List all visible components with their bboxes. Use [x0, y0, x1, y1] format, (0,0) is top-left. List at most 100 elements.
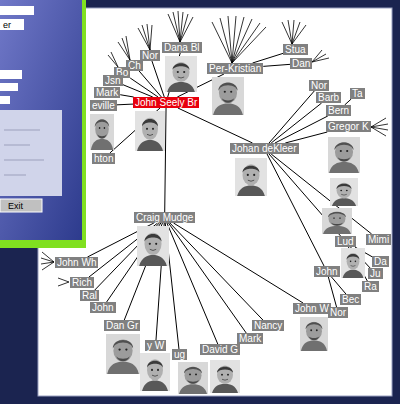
tree-node: Nor	[140, 50, 160, 61]
node-label: Mark	[239, 333, 261, 344]
node-label: John	[316, 266, 338, 277]
field-text: er	[3, 20, 11, 30]
tree-link	[167, 223, 218, 344]
portrait	[140, 353, 170, 391]
panel-lines	[4, 130, 44, 175]
node-label: John W	[295, 303, 329, 314]
tree-node: Gregor K	[326, 121, 371, 132]
tree-node: Bec	[340, 294, 361, 305]
portrait	[135, 111, 165, 151]
portrait	[90, 114, 114, 150]
tree-link	[263, 64, 290, 66]
control-panel	[0, 0, 84, 242]
tree-link	[117, 104, 133, 106]
node-label: John	[92, 302, 114, 313]
node-label: David G	[202, 344, 238, 355]
tree-link	[332, 277, 346, 294]
tree-node: Stua	[283, 44, 308, 55]
node-label: hton	[94, 153, 113, 164]
portrait	[235, 158, 267, 196]
tree-node: Dana Bl	[162, 42, 202, 53]
tree-node: David G	[200, 344, 240, 355]
portrait	[178, 362, 208, 394]
node-label: Mark	[96, 87, 118, 98]
tree-node: John Wh	[55, 257, 98, 268]
portrait	[212, 77, 244, 115]
node-label: Mimi	[368, 234, 389, 245]
tree-link	[285, 132, 327, 143]
tree-node: Ra	[362, 281, 379, 292]
tree-node: Bern	[326, 105, 351, 116]
portrait	[106, 334, 140, 374]
tree-link	[152, 61, 164, 97]
node-label: Dan	[292, 58, 310, 69]
tree-canvas	[38, 8, 392, 396]
portrait	[341, 248, 365, 278]
tree-link	[253, 53, 283, 63]
tree-link	[267, 154, 324, 266]
node-label: Nancy	[254, 320, 282, 331]
node-label: Per-Kristian	[209, 63, 261, 74]
node-label: Lud	[337, 236, 354, 247]
node-label: Nor	[330, 307, 346, 318]
tree-node: Ral	[80, 290, 99, 301]
node-label: Barb	[318, 92, 339, 103]
tree-node: Mark	[94, 87, 120, 98]
portrait	[330, 178, 358, 206]
portrait	[210, 360, 240, 393]
tree-node: ug	[172, 349, 187, 360]
portrait	[328, 137, 360, 173]
node-label: eville	[92, 100, 115, 111]
input-field	[0, 6, 34, 15]
tree-node: Mark	[237, 333, 263, 344]
portrait	[322, 208, 352, 234]
tree-node: Ju	[368, 268, 383, 279]
tree-node: Nor	[328, 307, 348, 318]
node-label: Ral	[82, 290, 97, 301]
tree-node: John	[90, 302, 116, 313]
tree-node: Rich	[70, 277, 94, 288]
tree-link	[174, 223, 304, 303]
tree-node: Per-Kristian	[207, 63, 263, 74]
tree-node: Craig Mudge	[134, 212, 195, 223]
tree-node: Nancy	[252, 320, 284, 331]
node-label: Bern	[328, 105, 349, 116]
input-field	[0, 96, 10, 104]
tree-link	[275, 116, 328, 143]
portrait	[137, 226, 169, 266]
tree-node: Dan Gr	[104, 320, 140, 331]
node-label: Craig Mudge	[136, 212, 193, 223]
node-label: John Wh	[57, 257, 96, 268]
tree-link	[169, 223, 247, 333]
tree-node: Mimi	[366, 234, 391, 245]
panel-area	[0, 110, 62, 196]
tree-node: y W	[145, 340, 166, 351]
node-label: Stua	[285, 44, 306, 55]
node-label: Da	[374, 256, 387, 267]
input-field	[0, 83, 18, 91]
tree-link	[170, 223, 263, 320]
portrait	[165, 56, 197, 92]
portrait	[300, 317, 328, 351]
tree-node: Jsn	[103, 75, 123, 86]
tree-node: eville	[90, 100, 117, 111]
tree-node: Lud	[335, 236, 356, 247]
node-label: Dan Gr	[106, 320, 138, 331]
node-label: Gregor K	[328, 121, 369, 132]
tree-node: John	[314, 266, 340, 277]
node-label: Rich	[72, 277, 92, 288]
leaf-fan	[41, 11, 388, 286]
node-label: Johan deKleer	[232, 143, 297, 154]
tree-node: Da	[372, 256, 389, 267]
button-text: Exit	[8, 201, 23, 211]
node-label: Jsn	[105, 75, 121, 86]
node-label: Dana Bl	[164, 42, 200, 53]
tree-link	[130, 78, 158, 97]
panel-border	[0, 0, 84, 246]
input-field	[0, 19, 24, 30]
node-label: Bec	[342, 294, 359, 305]
